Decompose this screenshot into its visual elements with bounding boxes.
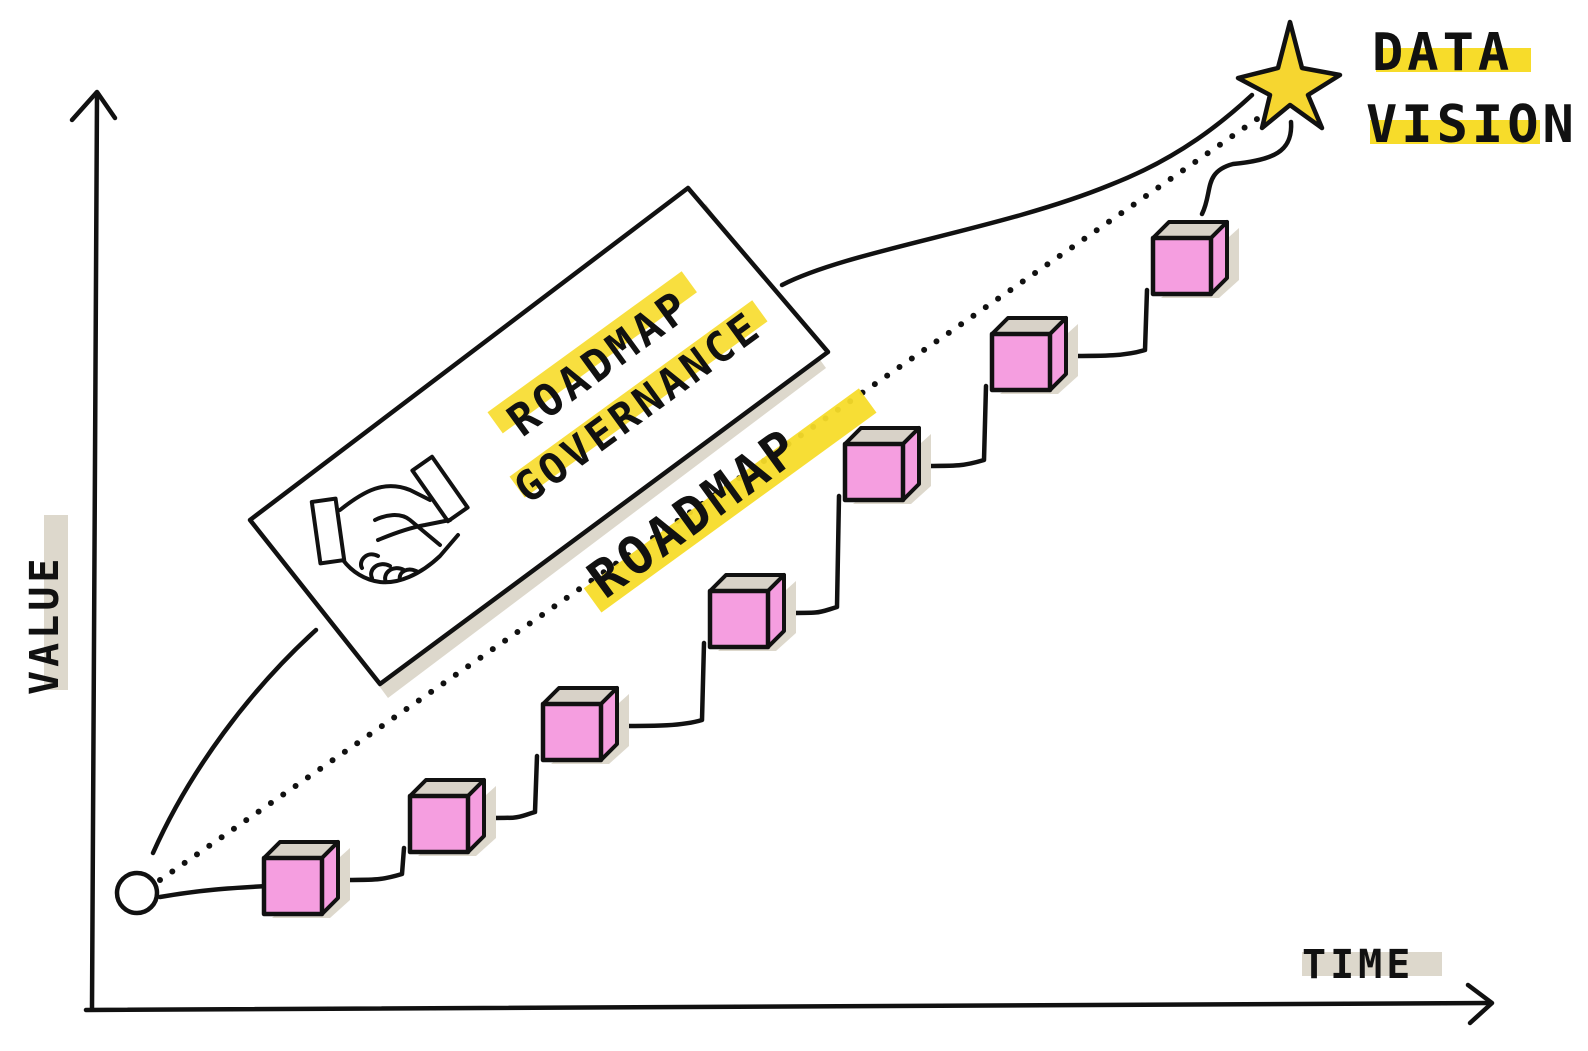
roadmap-step-block xyxy=(710,575,796,651)
governance-curve-lower xyxy=(153,630,316,853)
x-axis-label: TIME xyxy=(1302,942,1442,988)
y-axis xyxy=(92,95,97,1008)
roadmap-step-block xyxy=(845,428,931,504)
roadmap-step-block xyxy=(992,318,1078,394)
step-connector xyxy=(1202,122,1291,214)
x-axis xyxy=(86,1003,1490,1010)
goal-line1: DATA xyxy=(1372,23,1513,83)
roadmap-step-block xyxy=(543,688,629,764)
roadmap-step-block xyxy=(410,780,496,856)
step-connector xyxy=(617,643,704,726)
data-vision-label: DATA VISION xyxy=(1366,23,1578,155)
svg-text:VALUE: VALUE xyxy=(22,555,68,695)
y-axis-arrowhead xyxy=(72,92,115,120)
svg-text:TIME: TIME xyxy=(1302,942,1414,988)
step-connector xyxy=(1066,290,1147,356)
roadmap-step-block xyxy=(1153,222,1239,298)
step-connector xyxy=(160,886,268,897)
star-icon xyxy=(1238,22,1340,128)
goal-line2: VISION xyxy=(1366,95,1578,155)
roadmap-step-block xyxy=(264,842,350,918)
start-circle-icon xyxy=(117,873,157,913)
y-axis-label: VALUE xyxy=(22,515,68,695)
